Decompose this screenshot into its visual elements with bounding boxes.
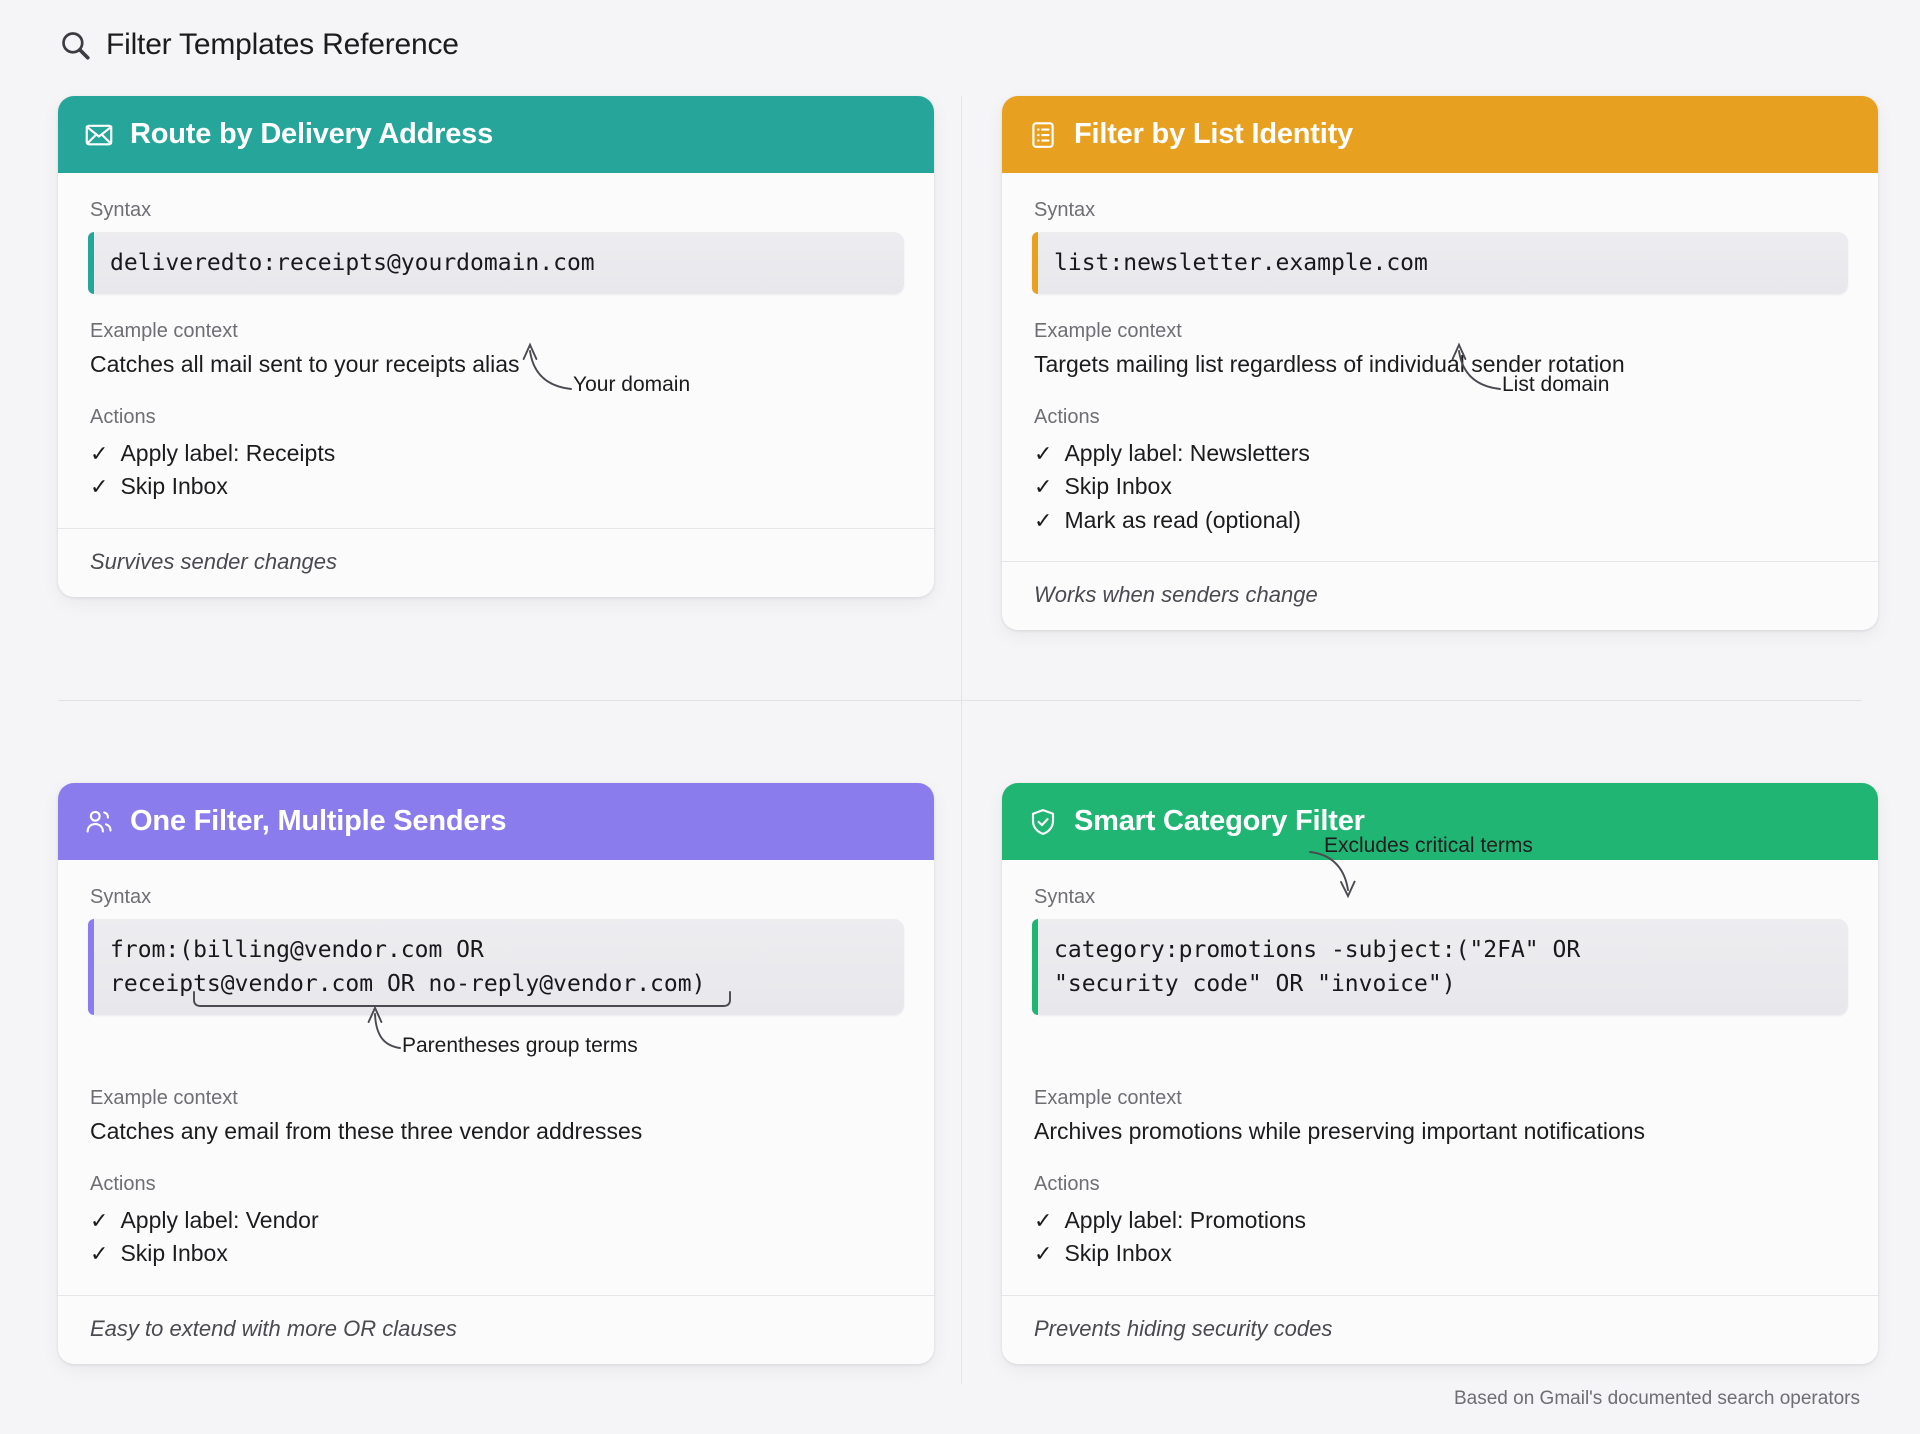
action-label: Apply label: Receipts — [120, 440, 336, 467]
card-body: Syntax deliveredto:receipts@yourdomain.c… — [58, 173, 934, 510]
card-one-filter-multiple-senders[interactable]: One Filter, Multiple Senders Syntax from… — [58, 783, 934, 1364]
card-body: Syntax Excludes critical terms category:… — [1002, 834, 1878, 1277]
actions-label: Actions — [90, 406, 156, 429]
annotation-label: Parentheses group terms — [402, 1034, 638, 1057]
example-context-label: Example context — [90, 1087, 238, 1110]
row-divider — [58, 700, 1862, 701]
check-icon: ✓ — [1034, 507, 1053, 533]
action-label: Apply label: Newsletters — [1064, 440, 1310, 467]
actions-list: ✓ Apply label: Receipts ✓ Skip Inbox — [88, 437, 904, 504]
syntax-label: Syntax — [1034, 886, 1096, 908]
check-icon: ✓ — [90, 441, 109, 467]
syntax-code[interactable]: list:newsletter.example.com — [1032, 232, 1848, 295]
cards-grid: Route by Delivery Address Syntax deliver… — [58, 96, 1878, 1386]
actions-label: Actions — [90, 1173, 156, 1196]
syntax-label: Syntax — [90, 199, 152, 221]
grid-cell-4: Smart Category Filter Syntax Excludes cr… — [968, 741, 1878, 1386]
card-body: Syntax list:newsletter.example.com List … — [1002, 173, 1878, 543]
action-label: Skip Inbox — [120, 473, 228, 500]
check-icon: ✓ — [90, 474, 109, 500]
action-label: Apply label: Promotions — [1064, 1207, 1307, 1234]
list-item: ✓ Skip Inbox — [1034, 470, 1848, 503]
card-header: Route by Delivery Address — [58, 96, 934, 173]
card-footer: Easy to extend with more OR clauses — [58, 1294, 934, 1364]
check-icon: ✓ — [90, 1208, 109, 1234]
check-icon: ✓ — [90, 1241, 109, 1267]
syntax-label: Syntax — [90, 886, 152, 908]
example-context-text: Catches all mail sent to your receipts a… — [90, 351, 520, 378]
example-context-label: Example context — [90, 320, 238, 343]
card-title: One Filter, Multiple Senders — [130, 805, 507, 837]
example-context-text: Targets mailing list regardless of indiv… — [1034, 351, 1625, 378]
list-item: ✓ Skip Inbox — [1034, 1237, 1848, 1270]
action-label: Apply label: Vendor — [120, 1207, 319, 1234]
list-item: ✓ Skip Inbox — [90, 1237, 904, 1270]
action-label: Mark as read (optional) — [1064, 506, 1301, 533]
card-route-by-delivery-address[interactable]: Route by Delivery Address Syntax deliver… — [58, 96, 934, 597]
example-context-text: Catches any email from these three vendo… — [90, 1118, 643, 1145]
magnifier-icon — [58, 28, 92, 62]
card-title: Smart Category Filter — [1074, 805, 1365, 837]
page-header: Filter Templates Reference — [58, 28, 459, 62]
card-footer: Prevents hiding security codes — [1002, 1294, 1878, 1364]
users-icon — [84, 807, 114, 837]
card-smart-category-filter[interactable]: Smart Category Filter Syntax Excludes cr… — [1002, 783, 1878, 1364]
actions-list: ✓ Apply label: Newsletters ✓ Skip Inbox … — [1032, 437, 1848, 537]
check-icon: ✓ — [1034, 441, 1053, 467]
list-item: ✓ Apply label: Promotions — [1034, 1204, 1848, 1237]
syntax-label: Syntax — [1034, 199, 1096, 221]
card-header: Smart Category Filter — [1002, 783, 1878, 860]
actions-label: Actions — [1034, 1173, 1100, 1196]
list-document-icon — [1028, 120, 1058, 150]
card-header: Filter by List Identity — [1002, 96, 1878, 173]
list-item: ✓ Apply label: Vendor — [90, 1204, 904, 1237]
grid-cell-1: Route by Delivery Address Syntax deliver… — [58, 96, 968, 741]
card-footer: Survives sender changes — [58, 527, 934, 597]
list-item: ✓ Skip Inbox — [90, 470, 904, 503]
check-icon: ✓ — [1034, 474, 1053, 500]
card-body: Syntax from:(billing@vendor.com OR recei… — [58, 860, 934, 1277]
syntax-code[interactable]: from:(billing@vendor.com OR receipts@ven… — [88, 919, 904, 1016]
syntax-code[interactable]: category:promotions -subject:("2FA" OR "… — [1032, 919, 1848, 1016]
list-item: ✓ Apply label: Receipts — [90, 437, 904, 470]
source-credit: Based on Gmail's documented search opera… — [1453, 1388, 1860, 1409]
action-label: Skip Inbox — [1064, 1240, 1172, 1267]
column-divider — [961, 96, 962, 1384]
check-icon: ✓ — [1034, 1208, 1053, 1234]
shield-check-icon — [1028, 807, 1058, 837]
page-title: Filter Templates Reference — [106, 28, 459, 61]
example-context-text: Archives promotions while preserving imp… — [1034, 1118, 1646, 1145]
example-context-label: Example context — [1034, 1087, 1182, 1110]
card-title: Filter by List Identity — [1074, 118, 1353, 150]
grid-cell-2: Filter by List Identity Syntax list:news… — [968, 96, 1878, 741]
check-icon: ✓ — [1034, 1241, 1053, 1267]
example-context-label: Example context — [1034, 320, 1182, 343]
card-footer: Works when senders change — [1002, 561, 1878, 630]
list-item: ✓ Mark as read (optional) — [1034, 504, 1848, 537]
actions-list: ✓ Apply label: Vendor ✓ Skip Inbox — [88, 1204, 904, 1271]
syntax-code[interactable]: deliveredto:receipts@yourdomain.com — [88, 232, 904, 295]
card-title: Route by Delivery Address — [130, 118, 493, 150]
actions-list: ✓ Apply label: Promotions ✓ Skip Inbox — [1032, 1204, 1848, 1271]
list-item: ✓ Apply label: Newsletters — [1034, 437, 1848, 470]
action-label: Skip Inbox — [1064, 473, 1172, 500]
envelope-icon — [84, 120, 114, 150]
actions-label: Actions — [1034, 406, 1100, 429]
grid-cell-3: One Filter, Multiple Senders Syntax from… — [58, 741, 968, 1386]
action-label: Skip Inbox — [120, 1240, 228, 1267]
card-filter-by-list-identity[interactable]: Filter by List Identity Syntax list:news… — [1002, 96, 1878, 631]
card-header: One Filter, Multiple Senders — [58, 783, 934, 860]
